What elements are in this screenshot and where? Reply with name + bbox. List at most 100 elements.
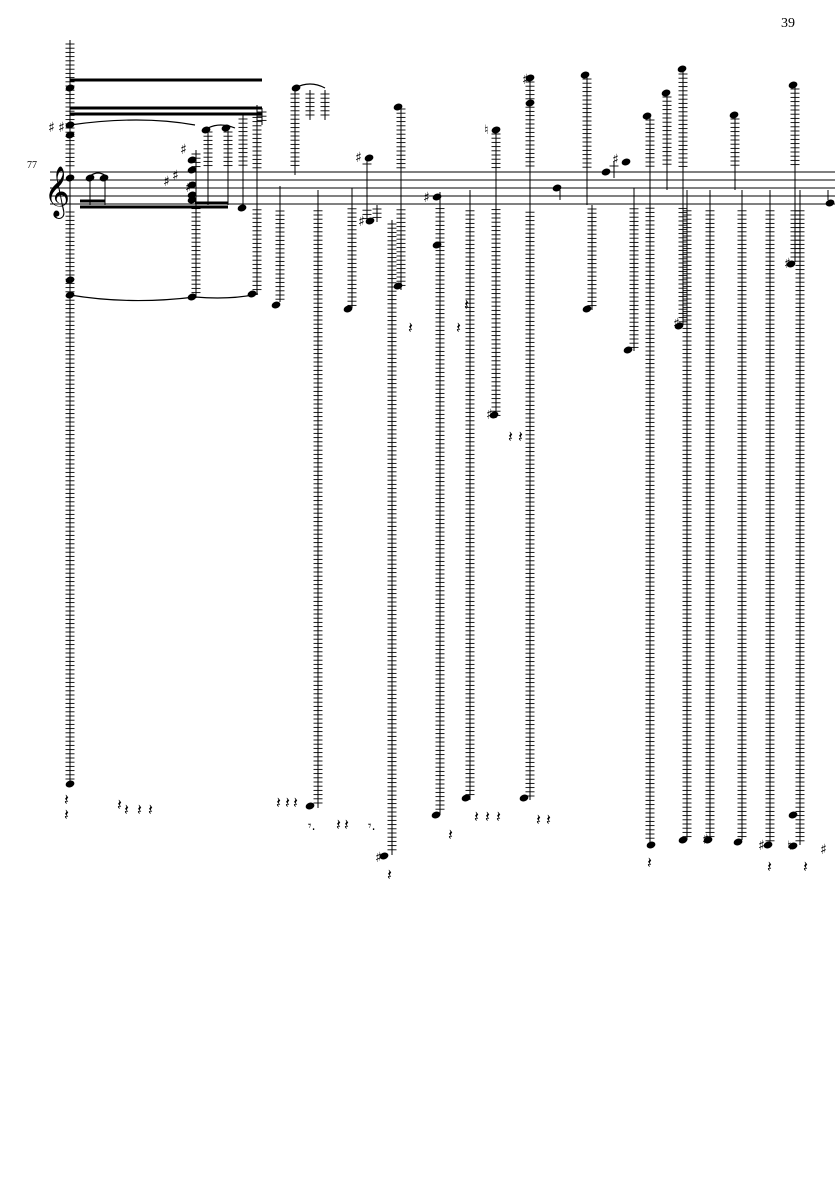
quarter-rest-icon: 𝄽	[474, 807, 479, 826]
notehead	[601, 168, 611, 176]
notehead	[733, 838, 743, 846]
quarter-rest-icon: 𝄽	[285, 793, 290, 812]
notehead	[677, 65, 687, 73]
tie	[69, 294, 196, 302]
notehead	[343, 305, 353, 313]
quarter-rest-icon: 𝄽	[546, 810, 551, 829]
stems	[65, 40, 829, 855]
quarter-rest-icon: 𝄽	[464, 295, 469, 314]
notehead	[489, 411, 499, 419]
notehead	[201, 126, 211, 134]
quarter-rest-icon: 𝄽	[508, 427, 513, 446]
notehead	[364, 154, 374, 162]
sharp-icon: ♯	[423, 190, 430, 206]
notehead	[393, 103, 403, 111]
rests: 𝄽𝄽𝄽𝄽𝄽𝄽𝄽𝄽𝄽𝄾.𝄽𝄽𝄾.𝄽𝄽𝄽𝄽𝄽𝄽𝄽𝄽𝄽𝄽𝄽𝄽𝄽𝄽𝄽	[64, 295, 808, 884]
quarter-rest-icon: 𝄽	[536, 810, 541, 829]
sharp-icon: ♯	[486, 407, 493, 423]
notehead	[621, 158, 631, 166]
notehead	[491, 126, 501, 134]
notehead	[519, 794, 529, 802]
notehead	[580, 71, 590, 79]
quarter-rest-icon: 𝄽	[276, 793, 281, 812]
notehead	[393, 282, 403, 290]
quarter-rest-icon: 𝄽	[518, 427, 523, 446]
notehead	[237, 204, 247, 212]
notehead	[65, 276, 75, 284]
quarter-rest-icon: 𝄽	[293, 793, 298, 812]
notehead	[305, 802, 315, 810]
notehead	[65, 174, 75, 182]
page-number: 39	[781, 16, 795, 31]
sharp-icon: ♯	[185, 180, 192, 196]
notehead	[786, 260, 796, 268]
notehead	[291, 84, 301, 92]
notehead	[85, 174, 95, 182]
staff	[50, 171, 835, 205]
notehead	[552, 184, 562, 192]
notehead	[646, 841, 656, 849]
sharp-icon: ♯	[673, 316, 680, 332]
natural-icon: ♮	[787, 839, 792, 854]
sharp-icon: ♯	[163, 174, 170, 190]
notehead	[788, 811, 798, 819]
sharp-icon: ♯	[784, 256, 791, 272]
notehead	[525, 99, 535, 107]
quarter-rest-icon: 𝄽	[408, 318, 413, 337]
tie	[207, 124, 236, 129]
sharp-icon: ♯	[758, 838, 765, 854]
notehead	[365, 217, 375, 225]
notehead	[729, 111, 739, 119]
quarter-rest-icon: 𝄽	[496, 807, 501, 826]
sharp-icon: ♯	[702, 832, 709, 848]
sharp-icon: ♯	[355, 150, 362, 166]
tie	[69, 119, 196, 126]
eighth-rest-icon: 𝄾.	[308, 819, 316, 834]
notehead	[65, 780, 75, 788]
notehead	[187, 196, 197, 204]
notehead	[788, 842, 798, 850]
sharp-icon: ♯	[180, 142, 187, 158]
sharp-icon: ♯	[48, 120, 55, 136]
natural-icon: ♮	[484, 123, 489, 138]
notehead	[432, 193, 442, 201]
quarter-rest-icon: 𝄽	[647, 853, 652, 872]
notehead	[642, 112, 652, 120]
notehead	[271, 301, 281, 309]
notehead	[525, 74, 535, 82]
quarter-rest-icon: 𝄽	[448, 825, 453, 844]
quarter-rest-icon: 𝄽	[344, 815, 349, 834]
notehead	[763, 841, 773, 849]
eighth-rest-icon: 𝄾.	[368, 819, 376, 834]
noteheads	[65, 65, 835, 860]
sharp-icon: ♯	[358, 214, 365, 230]
quarter-rest-icon: 𝄽	[148, 800, 153, 819]
sharp-icon: ♯	[172, 168, 179, 184]
notehead	[703, 836, 713, 844]
notehead	[661, 89, 671, 97]
notehead	[187, 181, 197, 189]
accidentals: ♯♯♯♯♯♯♯♯♯♯♮♯♯♯♯♯♯♯♮♯	[48, 72, 827, 866]
quarter-rest-icon: 𝄽	[64, 805, 69, 824]
notehead	[187, 156, 197, 164]
quarter-rest-icon: 𝄽	[137, 800, 142, 819]
notehead	[582, 305, 592, 313]
quarter-rest-icon: 𝄽	[64, 790, 69, 809]
treble-clef-icon: 𝄞	[44, 166, 70, 219]
quarter-rest-icon: 𝄽	[387, 865, 392, 884]
quarter-rest-icon: 𝄽	[124, 800, 129, 819]
sharp-icon: ♯	[522, 72, 529, 88]
quarter-rest-icon: 𝄽	[803, 857, 808, 876]
notehead	[65, 131, 75, 139]
quarter-rest-icon: 𝄽	[485, 807, 490, 826]
notehead	[678, 836, 688, 844]
sharp-icon: ♯	[820, 842, 827, 858]
quarter-rest-icon: 𝄽	[767, 857, 772, 876]
notehead	[379, 852, 389, 860]
sharp-icon: ♯	[612, 152, 619, 168]
notehead	[247, 290, 257, 298]
notehead	[461, 794, 471, 802]
notehead	[432, 241, 442, 249]
notehead	[99, 174, 109, 182]
